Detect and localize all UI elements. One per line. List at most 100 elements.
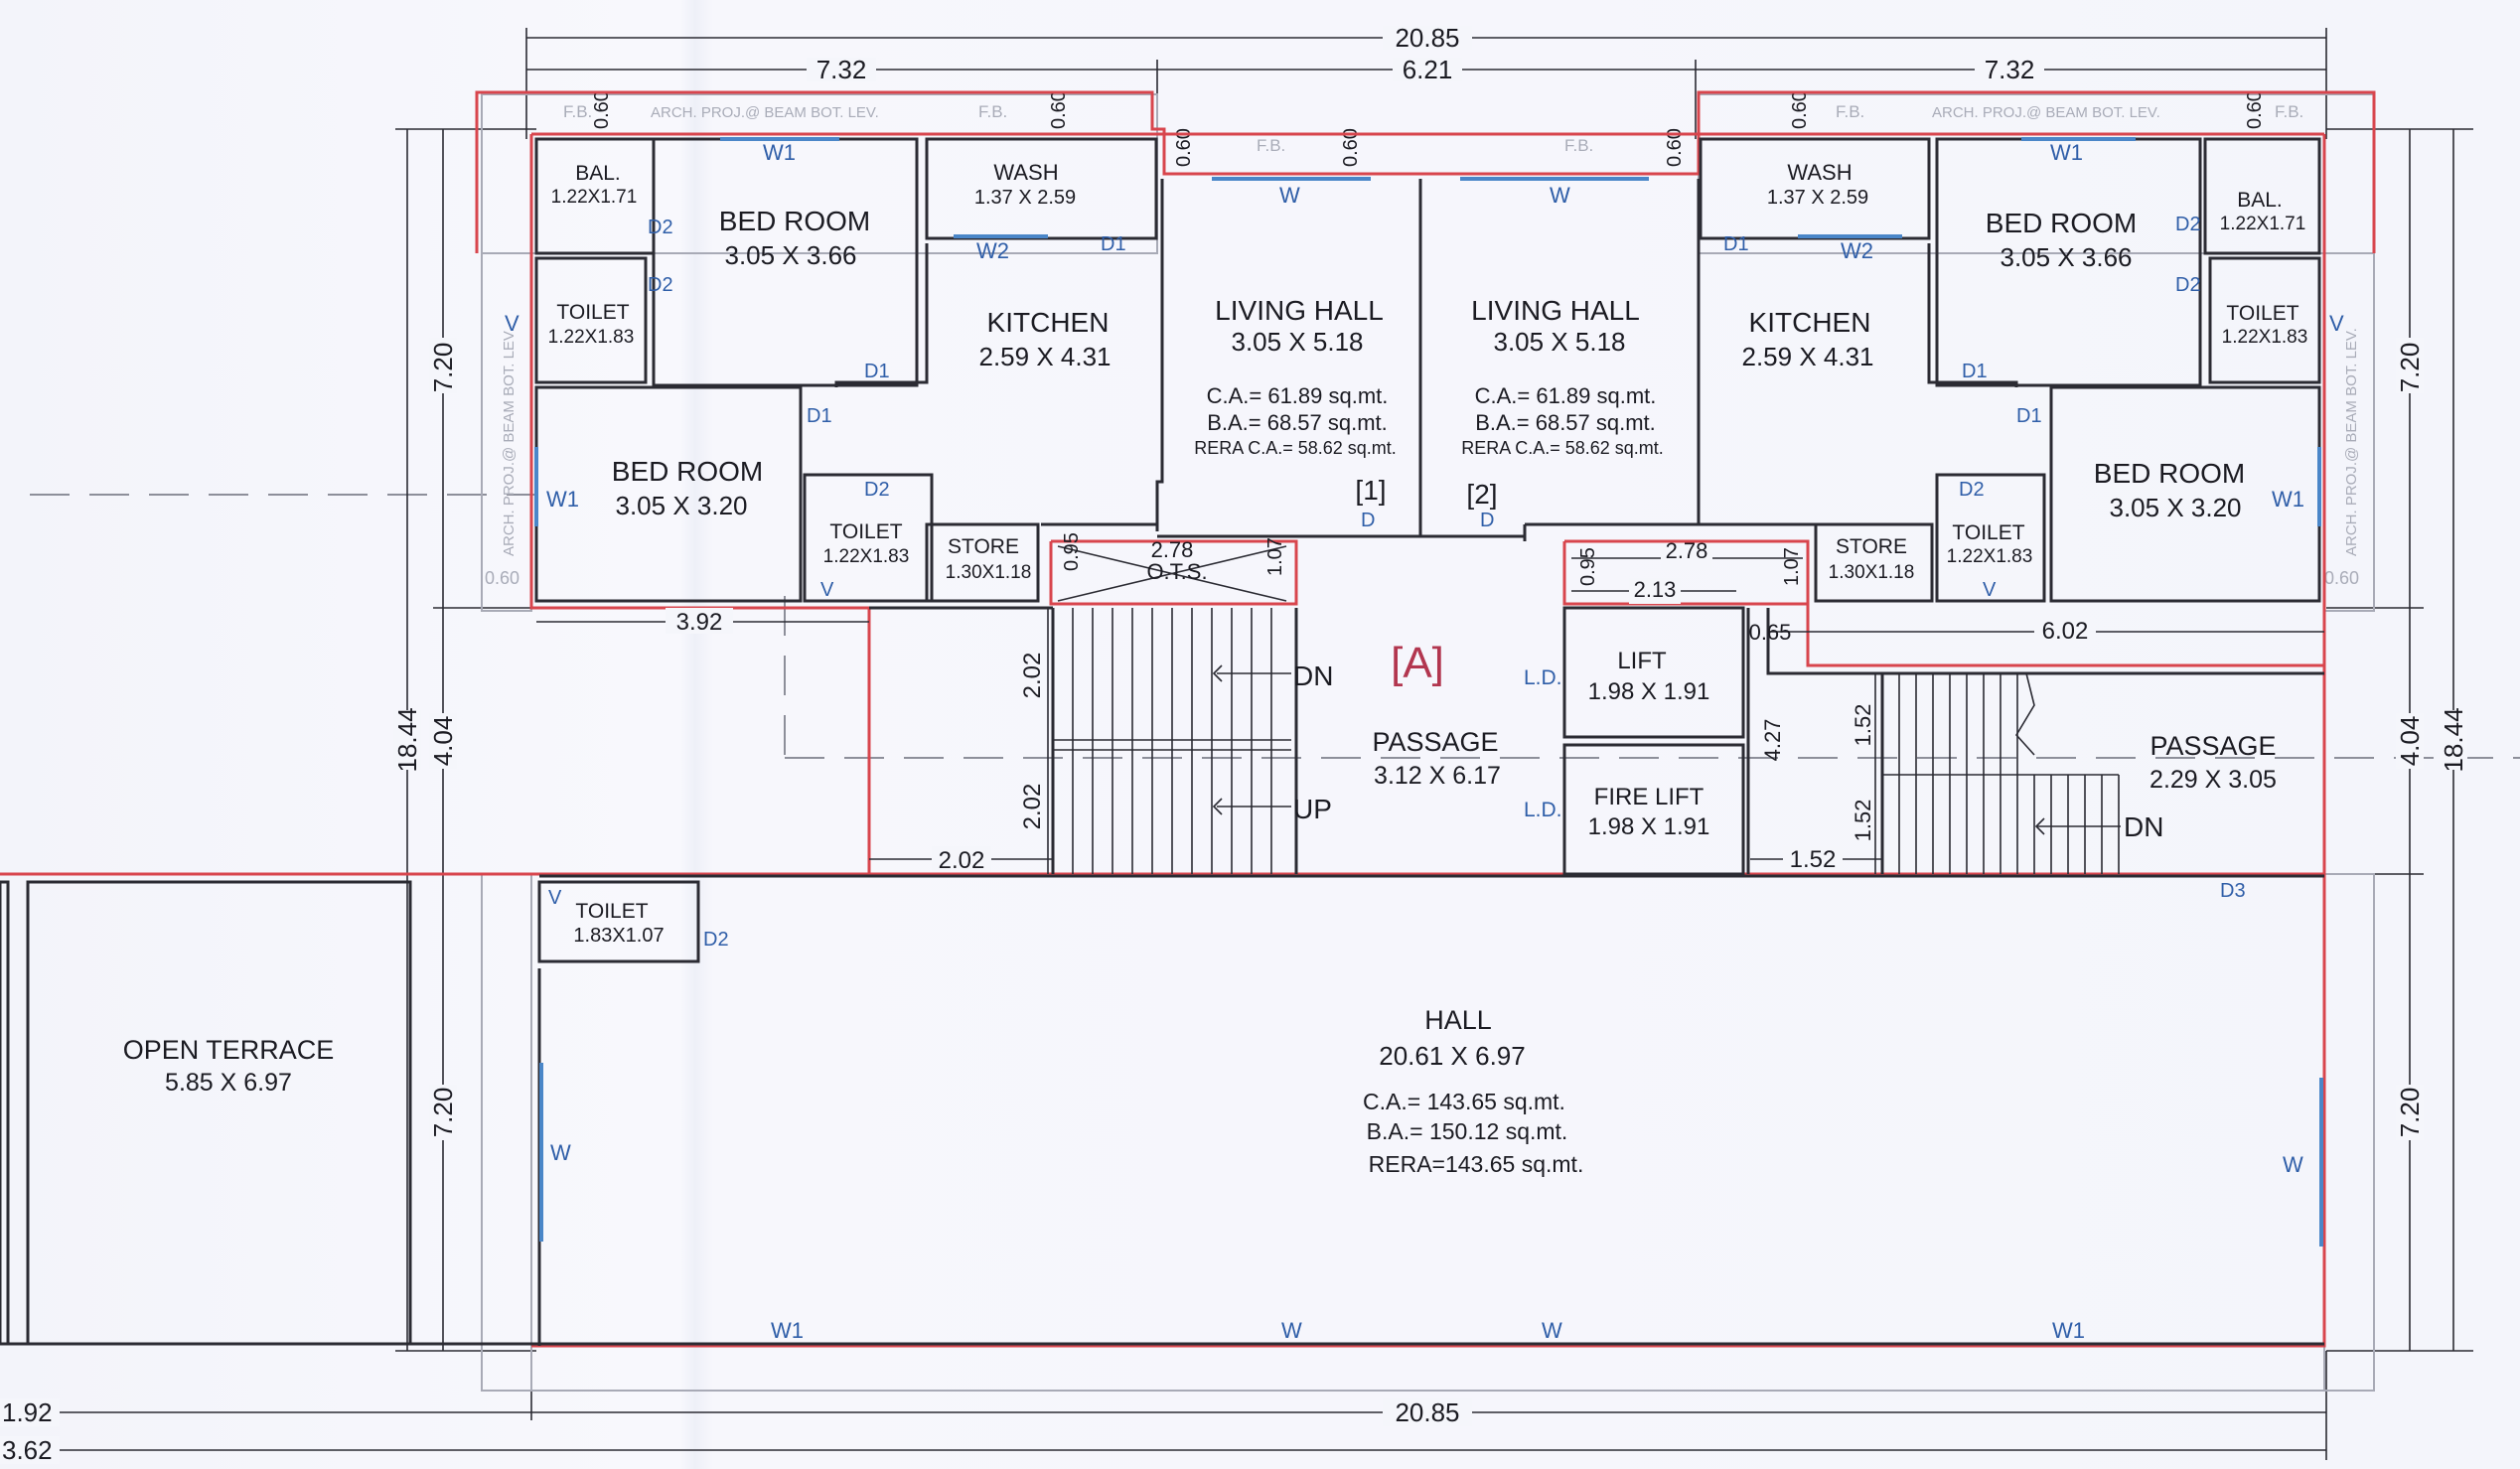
offset-060: 0.60 [1340, 128, 1362, 167]
door-tag: D1 [2016, 405, 2042, 427]
room-name: LIVING HALL [1215, 295, 1384, 326]
lift-door-tag: L.D. [1524, 666, 1562, 689]
room-size: 2.59 X 4.31 [1742, 342, 1874, 371]
arch-proj-label: ARCH. PROJ.@ BEAM BOT. LEV. [501, 328, 518, 556]
ots-width-dim: 2.78 [1151, 537, 1194, 562]
stair-width-dim: 2.02 [939, 847, 985, 874]
room-size: 20.61 X 6.97 [1379, 1041, 1525, 1071]
door-tag: D1 [1962, 361, 1988, 382]
room-name: TOILET [2226, 302, 2298, 325]
room-name: PASSAGE [2149, 731, 2276, 761]
room-size: 3.05 X 3.66 [725, 240, 857, 270]
stair2-height-dim: 4.27 [1760, 719, 1785, 762]
right-ots-depth-dim-2: 1.07 [1781, 547, 1803, 586]
left-392-dim: 3.92 [676, 609, 723, 636]
window-tag: W1 [546, 487, 579, 512]
fb-label: F.B. [1564, 136, 1593, 155]
room-name: FIRE LIFT [1594, 784, 1705, 810]
fb-label: F.B. [978, 102, 1007, 121]
room-size: 1.37 X 2.59 [974, 187, 1076, 209]
right-602-dim: 6.02 [2042, 618, 2089, 645]
offset-060: 0.60 [1048, 90, 1070, 129]
room-name: BAL. [575, 162, 621, 185]
room-size: 3.05 X 3.20 [2110, 493, 2242, 522]
room-name: BED ROOM [719, 206, 870, 236]
stair-dn-label: DN [2124, 811, 2163, 842]
stair2-depth-dim-2: 1.52 [1851, 800, 1875, 842]
staircase-left [1052, 545, 1291, 874]
stair-depth-dim-2: 2.02 [1019, 784, 1046, 830]
top-dim-right: 7.32 [1985, 55, 2035, 84]
door-tag: D2 [2175, 214, 2201, 235]
room-size: 1.83X1.07 [573, 925, 664, 947]
flat-marker: [2] [1466, 479, 1497, 510]
left-dimensions: 18.44 7.20 4.04 7.20 [392, 128, 536, 1352]
window-tag: W [1281, 1318, 1302, 1343]
door-tag: D1 [1723, 233, 1749, 255]
bottom-left-dim-1: 1.92 [2, 1397, 53, 1427]
window-tag: W1 [2052, 1318, 2085, 1343]
carpet-area: C.A.= 61.89 sq.mt. [1207, 383, 1389, 408]
fb-label: F.B. [563, 102, 592, 121]
right-ots-width-dim: 2.78 [1666, 538, 1708, 563]
top-dim-left: 7.32 [816, 55, 867, 84]
door-tag: D2 [648, 217, 673, 238]
wing-marker: [A] [1391, 639, 1444, 687]
ventilator-tag: V [548, 887, 562, 909]
overall-width-top: 20.85 [1395, 23, 1459, 53]
room-size: 1.22X1.71 [2220, 214, 2306, 234]
built-area: B.A.= 150.12 sq.mt. [1367, 1118, 1568, 1144]
window-tag: W2 [976, 238, 1009, 263]
stair-depth-dim-1: 2.02 [1019, 653, 1046, 699]
stair2-width-dim: 1.52 [1790, 846, 1837, 873]
room-name: HALL [1424, 1005, 1492, 1035]
fb-label: F.B. [1836, 102, 1864, 121]
flat-2: BAL. 1.22X1.71 BED ROOM 3.05 X 3.66 WASH… [1461, 160, 2307, 583]
room-size: 1.22X1.71 [551, 187, 638, 208]
window-tag: W [1542, 1318, 1562, 1343]
arch-proj-label: ARCH. PROJ.@ BEAM BOT. LEV. [1932, 104, 2160, 121]
window-tag: W [1279, 183, 1300, 208]
door-tag: D2 [2175, 274, 2201, 296]
room-name: KITCHEN [987, 307, 1110, 338]
door-tag: D2 [648, 274, 673, 296]
built-area: B.A.= 68.57 sq.mt. [1207, 410, 1388, 435]
ventilator-tag: V [2329, 311, 2344, 336]
room-name: STORE [948, 535, 1019, 558]
door-tag: D2 [864, 479, 890, 501]
room-size: 1.98 X 1.91 [1588, 813, 1710, 840]
window-tag: W [2283, 1152, 2303, 1177]
room-size: 1.30X1.18 [1829, 562, 1915, 583]
room-size: 3.05 X 3.66 [2001, 242, 2133, 272]
room-name: OPEN TERRACE [123, 1035, 335, 1065]
stair2-depth-dim-1: 1.52 [1851, 704, 1875, 747]
room-size: 1.22X1.83 [548, 327, 635, 348]
right-dim-upper: 7.20 [2395, 343, 2425, 393]
room-size: 2.29 X 3.05 [2149, 766, 2277, 794]
room-size: 3.05 X 5.18 [1232, 327, 1364, 357]
offset-060: 0.60 [2244, 90, 2266, 129]
rera-area: RERA C.A.= 58.62 sq.mt. [1461, 438, 1664, 458]
overall-width-bottom: 20.85 [1395, 1397, 1459, 1427]
offset-060: 0.60 [1173, 128, 1195, 167]
room-name: BAL. [2237, 189, 2283, 212]
ventilator-tag: V [820, 579, 834, 601]
window-tag: W [550, 1140, 571, 1165]
overall-depth-right: 18.44 [2439, 707, 2468, 772]
window-tag: W1 [763, 140, 796, 165]
room-name: BED ROOM [1986, 208, 2137, 238]
arch-proj-label: ARCH. PROJ.@ BEAM BOT. LEV. [651, 104, 879, 121]
overall-depth-left: 18.44 [392, 707, 422, 772]
room-name: LIVING HALL [1471, 295, 1640, 326]
room-size: 1.22X1.83 [1947, 546, 2033, 567]
window-tag: W1 [771, 1318, 804, 1343]
room-name: WASH [1787, 160, 1852, 185]
offset-060: 0.60 [485, 568, 519, 588]
room-size: 3.05 X 5.18 [1494, 327, 1626, 357]
ventilator-tag: V [505, 311, 519, 336]
ventilator-tag: V [1983, 579, 1997, 601]
left-dim-lower: 7.20 [428, 1088, 458, 1138]
room-size: 3.12 X 6.17 [1374, 762, 1501, 790]
